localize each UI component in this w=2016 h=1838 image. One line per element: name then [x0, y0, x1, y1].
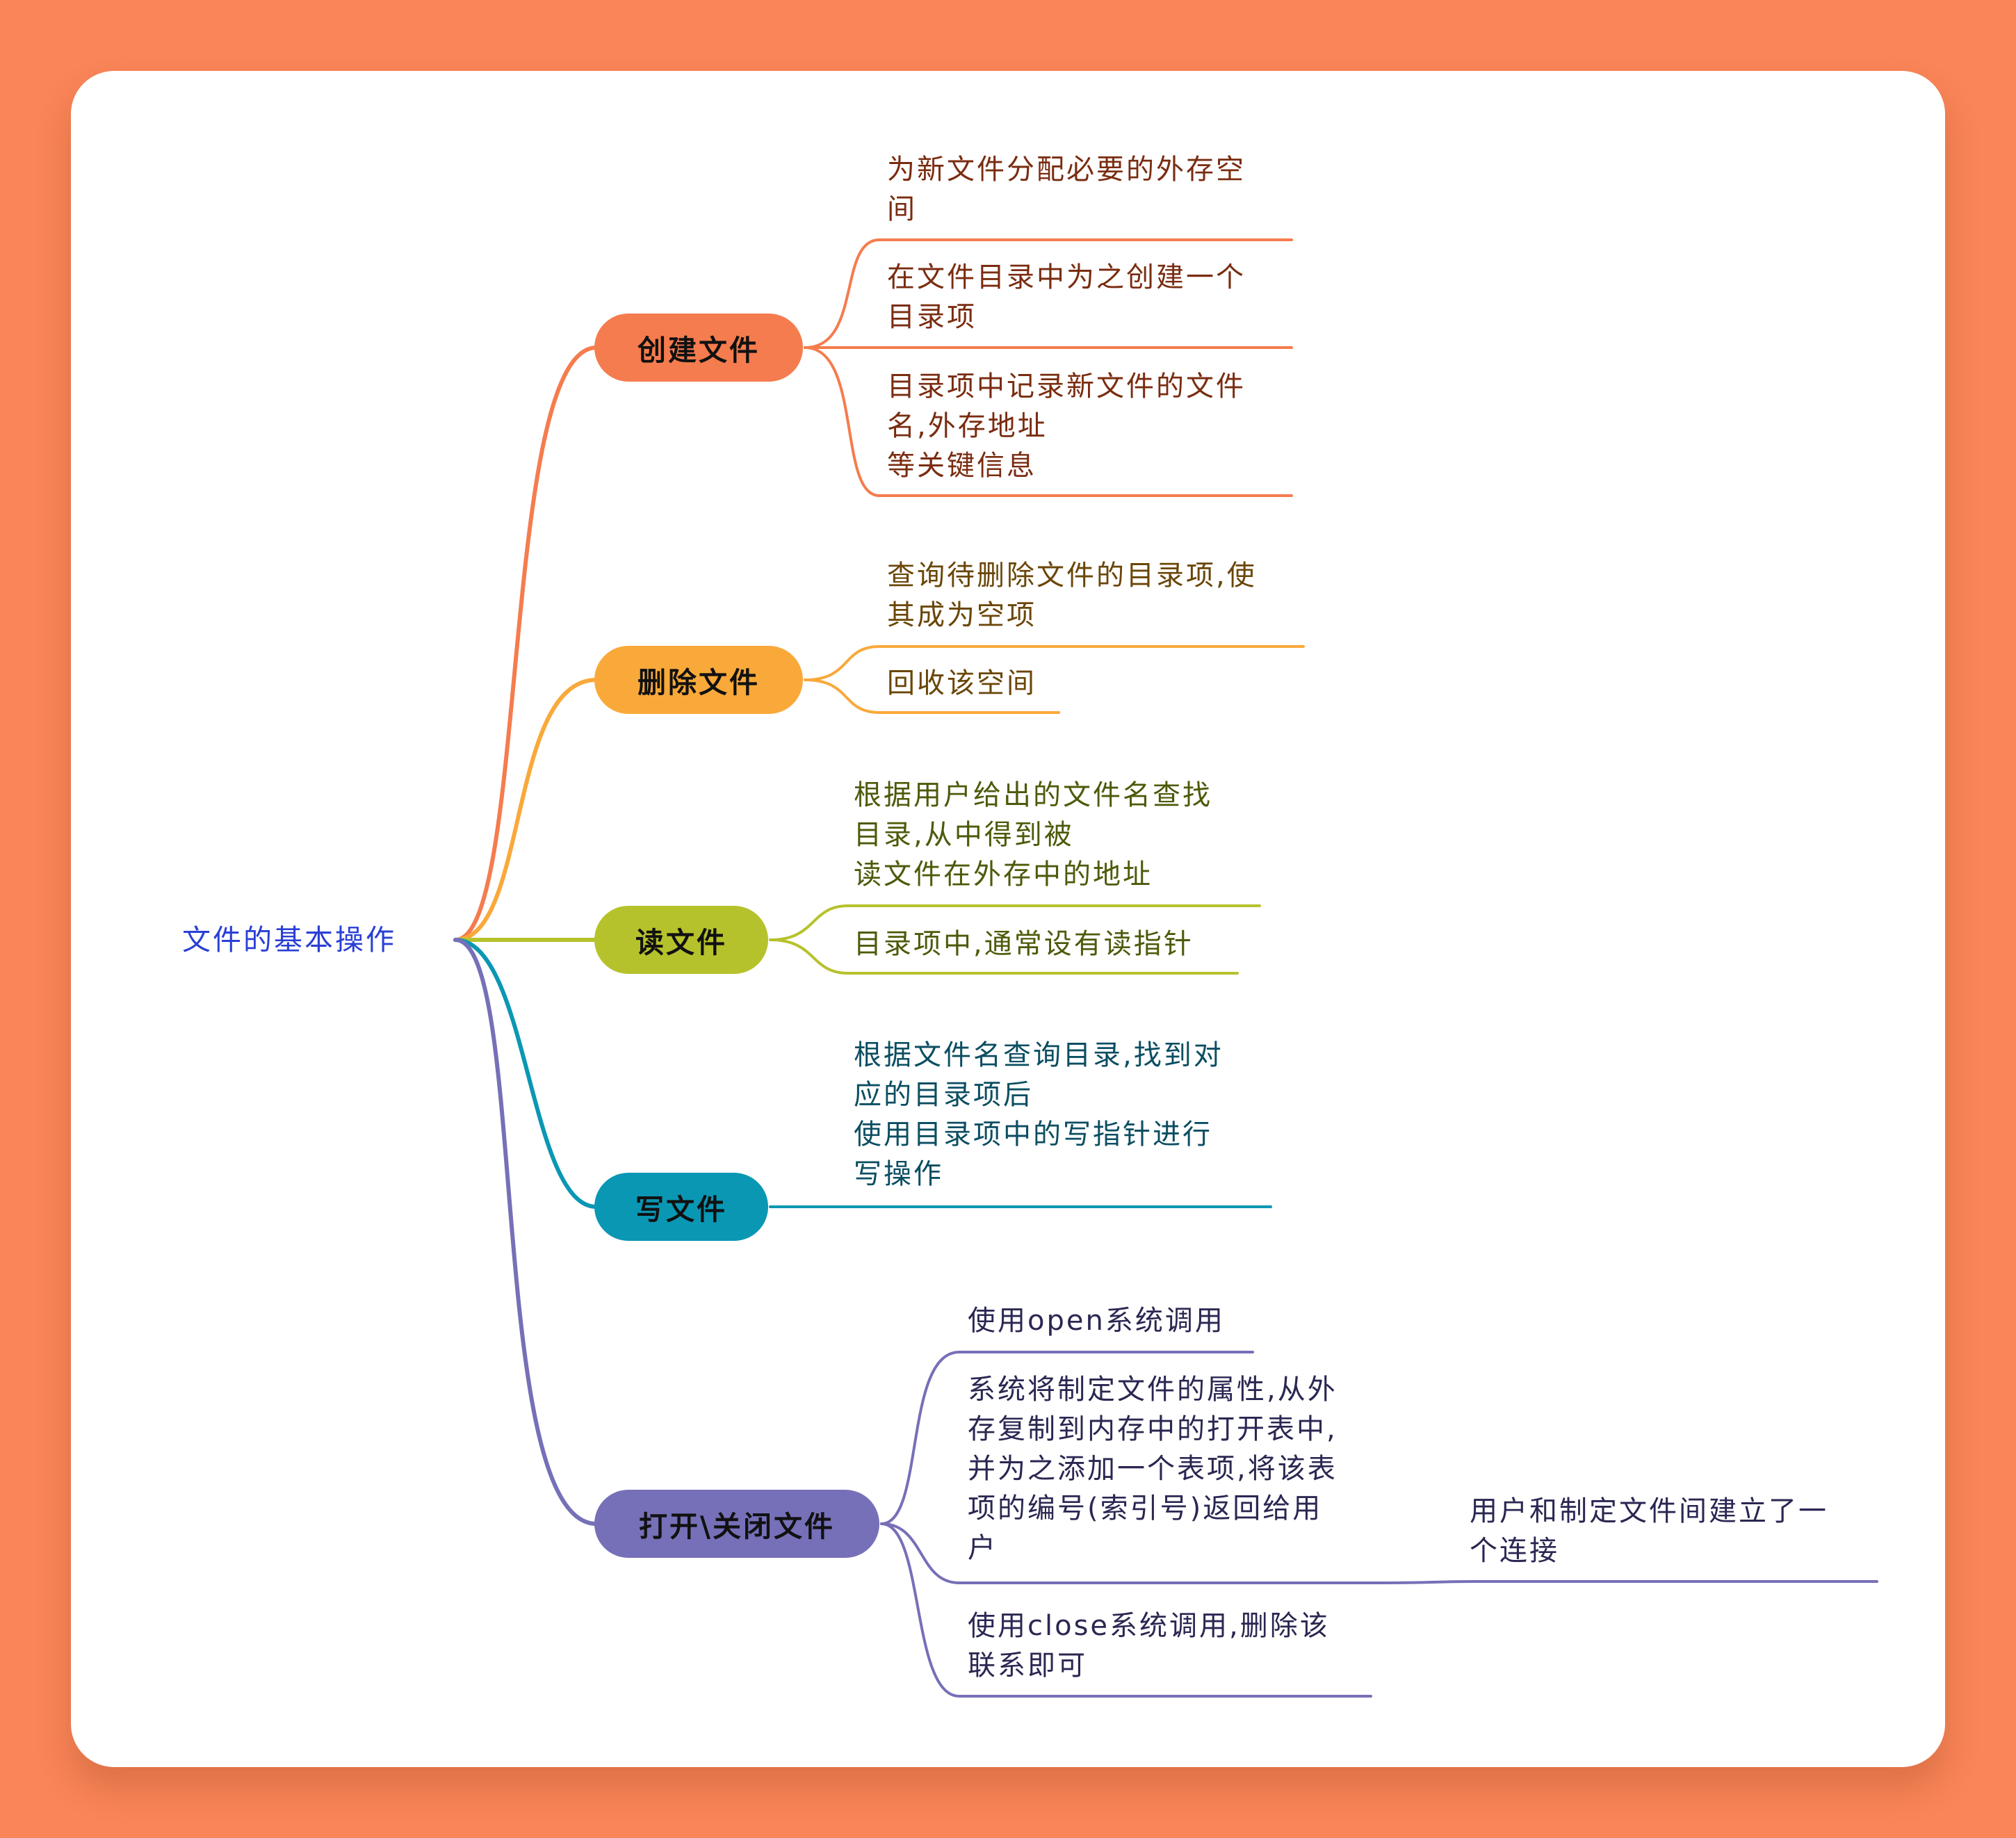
leaf-open-2[interactable]: 系统将制定文件的属性,从外 存复制到内存中的打开表中, 并为之添加一个表项,将该…	[968, 1374, 1338, 1564]
connector-root-open	[453, 938, 599, 1526]
leaf-open-subleaf[interactable]: 用户和制定文件间建立了一 个连接	[1470, 1495, 1828, 1567]
branch-write-file[interactable]: 写文件	[594, 1173, 768, 1241]
leaf-open-1[interactable]: 使用open系统调用	[968, 1305, 1225, 1337]
root-topic[interactable]: 文件的基本操作	[182, 923, 396, 957]
leaf-create-1[interactable]: 为新文件分配必要的外存空 间	[887, 154, 1246, 225]
connector-open-leaf2	[880, 1522, 1386, 1584]
connector-open-leaf1	[880, 1351, 1254, 1525]
connector-read-leaf1	[769, 904, 1261, 941]
connector-delete-leaf1	[804, 645, 1305, 681]
connector-delete-leaf2	[804, 678, 1060, 714]
branch-create-file[interactable]: 创建文件	[594, 314, 803, 382]
connector-create-leaf3	[804, 346, 1293, 497]
connector-open-leaf3	[880, 1522, 1372, 1698]
connector-create-leaf1	[804, 238, 1293, 349]
leaf-write-1[interactable]: 根据文件名查询目录,找到对 应的目录项后 使用目录项中的写指针进行 写操作	[854, 1039, 1224, 1190]
leaf-delete-1[interactable]: 查询待删除文件的目录项,使 其成为空项	[887, 560, 1257, 631]
leaf-create-3[interactable]: 目录项中记录新文件的文件 名,外存地址 等关键信息	[887, 371, 1246, 482]
branch-open-close-file[interactable]: 打开\关闭文件	[594, 1490, 879, 1558]
leaf-create-2[interactable]: 在文件目录中为之创建一个 目录项	[887, 261, 1246, 333]
mindmap-card	[71, 71, 1945, 1767]
leaf-delete-2[interactable]: 回收该空间	[887, 667, 1037, 699]
connector-open-subleaf	[1383, 1580, 1878, 1584]
leaf-read-2[interactable]: 目录项中,通常设有读指针	[854, 928, 1194, 960]
connector-root-create	[453, 345, 599, 942]
leaf-open-3[interactable]: 使用close系统调用,删除该 联系即可	[968, 1610, 1330, 1682]
connector-read-leaf2	[769, 938, 1239, 975]
branch-read-file[interactable]: 读文件	[594, 906, 768, 974]
connector-root-write	[453, 938, 599, 1209]
connector-root-delete	[453, 678, 599, 942]
branch-delete-file[interactable]: 删除文件	[594, 646, 803, 714]
leaf-read-1[interactable]: 根据用户给出的文件名查找 目录,从中得到被 读文件在外存中的地址	[854, 779, 1212, 890]
